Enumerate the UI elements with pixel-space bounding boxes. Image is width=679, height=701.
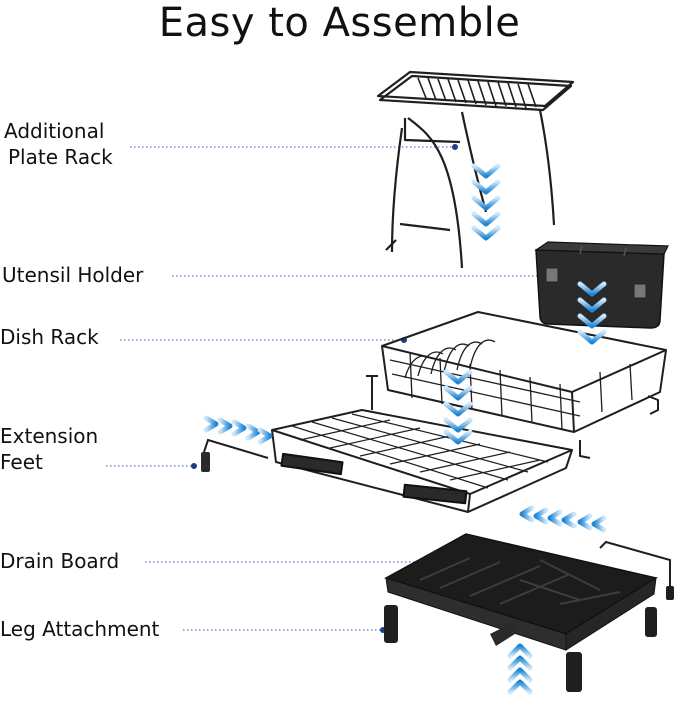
label-plate-rack-line2: Plate Rack (8, 145, 113, 169)
drain-board-illustration (384, 533, 674, 692)
plate-rack-illustration (376, 70, 575, 269)
dish-rack-illustration (381, 311, 667, 459)
extension-basket-illustration (271, 375, 573, 513)
left-arrow-chevrons (519, 505, 607, 533)
page-title: Easy to Assemble (158, 0, 521, 46)
label-drain-board: Drain Board (0, 549, 120, 573)
right-arrow-chevrons (203, 415, 273, 445)
label-extension-feet: Extension Feet (0, 423, 98, 475)
label-utensil-holder: Utensil Holder (2, 263, 144, 287)
label-extension-feet-line2: Feet (0, 450, 43, 474)
label-plate-rack-line1: Additional (4, 119, 105, 143)
leader-lines (106, 146, 540, 631)
extension-foot-illustration (201, 438, 269, 472)
label-dish-rack: Dish Rack (0, 325, 99, 349)
up-arrow-chevrons (507, 643, 533, 695)
down-arrow-chevrons (471, 163, 501, 241)
label-plate-rack: Additional Plate Rack (4, 118, 113, 170)
label-extension-feet-line1: Extension (0, 424, 99, 448)
down-arrow-chevrons-utensil (577, 281, 607, 345)
label-leg-attachment: Leg Attachment (0, 617, 160, 641)
down-arrow-chevrons-dish-rack (443, 369, 473, 445)
